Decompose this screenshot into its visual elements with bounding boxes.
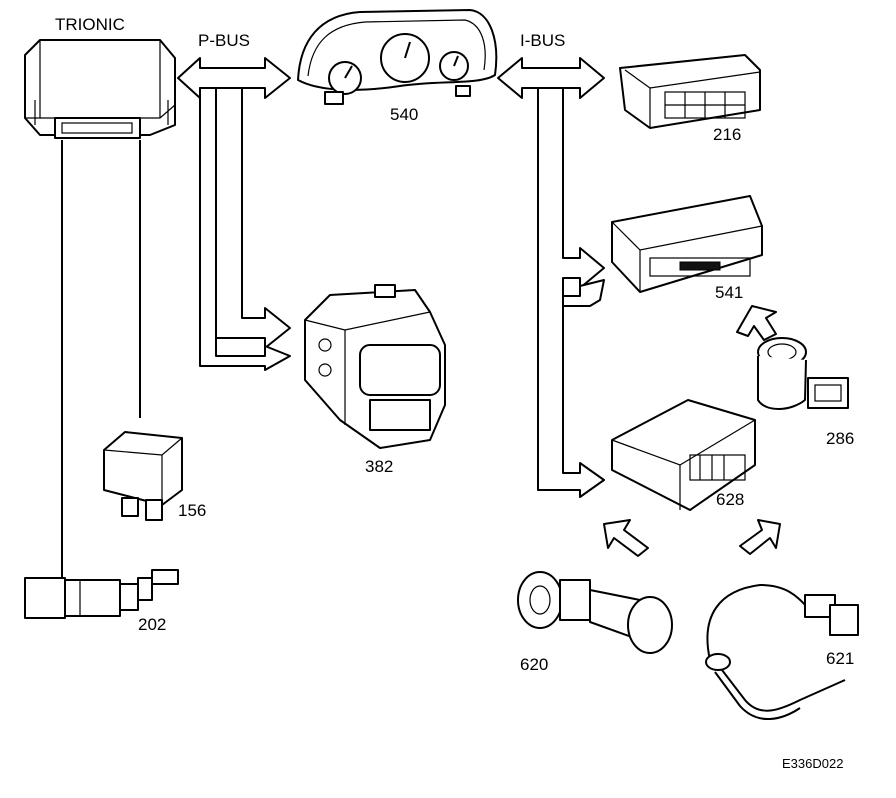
instrument-cluster-540 [297, 9, 498, 105]
arrow-620-to-628 [603, 519, 649, 557]
trionic-label: TRIONIC [55, 15, 125, 34]
label-202: 202 [138, 615, 166, 634]
label-382: 382 [365, 457, 393, 476]
label-540: 540 [390, 105, 418, 124]
i-bus-label: I-BUS [520, 31, 565, 50]
label-621: 621 [826, 649, 854, 668]
arrow-621-to-628 [739, 519, 781, 555]
sensor-620 [517, 571, 673, 654]
p-bus-arrows [177, 57, 291, 371]
abs-unit-382 [304, 284, 446, 449]
arrow-286-to-541 [736, 305, 777, 341]
figure-reference: E336D022 [782, 756, 843, 771]
label-620: 620 [520, 655, 548, 674]
sensor-621 [705, 584, 859, 721]
ignition-switch-286 [757, 337, 849, 410]
i-bus-arrows [497, 57, 605, 498]
label-216: 216 [713, 125, 741, 144]
climate-panel-216 [619, 54, 761, 129]
label-156: 156 [178, 501, 206, 520]
trionic-ecu [24, 39, 176, 139]
temperature-sensor-202 [24, 569, 179, 619]
label-286: 286 [826, 429, 854, 448]
control-module-628 [611, 399, 756, 511]
relay-156 [103, 431, 183, 521]
display-unit-541 [611, 195, 763, 293]
p-bus-label: P-BUS [198, 31, 250, 50]
label-541: 541 [715, 283, 743, 302]
label-628: 628 [716, 490, 744, 509]
